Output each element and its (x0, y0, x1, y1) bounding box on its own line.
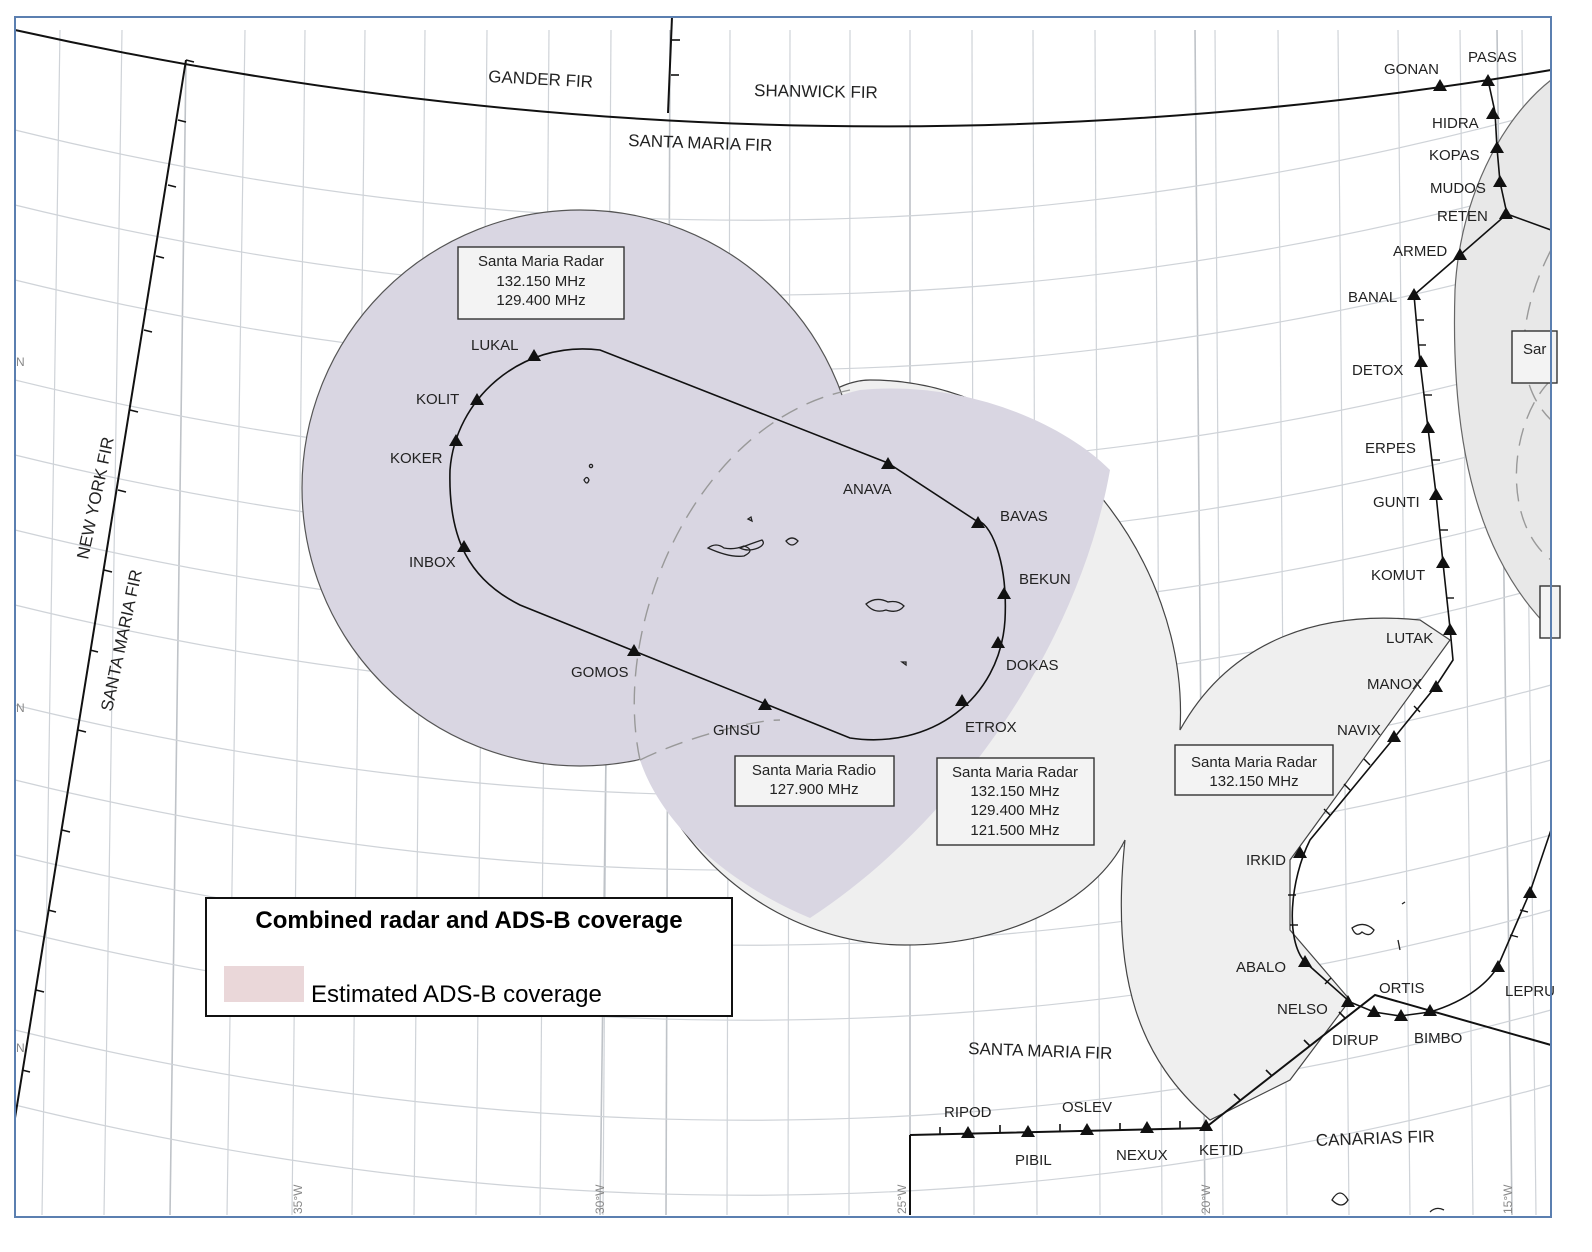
box-title-partial: Sar (1523, 341, 1546, 358)
latitude-grid (14, 109, 1552, 1196)
legend-swatch (224, 966, 304, 1002)
fix-label: IRKID (1246, 852, 1286, 869)
fix-label: ETROX (965, 719, 1017, 736)
box-frequency: 121.500 MHz (970, 822, 1059, 839)
fix-label: KOKER (390, 450, 443, 467)
legend-title: Combined radar and ADS-B coverage (255, 907, 682, 934)
fix-label: HIDRA (1432, 115, 1479, 132)
fix-label: RETEN (1437, 208, 1488, 225)
box-title: Santa Maria Radio (752, 762, 876, 779)
fix-label: GINSU (713, 722, 761, 739)
fix-label: NAVIX (1337, 722, 1381, 739)
map-frame (14, 16, 1552, 1218)
lat-label-2: N (16, 701, 25, 715)
fix-markers (449, 74, 1537, 1138)
fix-label: ORTIS (1379, 980, 1425, 997)
madeira-islands (1331, 901, 1445, 1213)
lon-label-25w: 25°W (895, 1184, 909, 1214)
box-frequency: 129.400 MHz (496, 292, 585, 309)
fix-label: GUNTI (1373, 494, 1420, 511)
fix-label: PASAS (1468, 49, 1517, 66)
fix-label: LUKAL (471, 337, 519, 354)
box-frequency: 132.150 MHz (970, 783, 1059, 800)
fix-labels-south: RIPOD PIBIL OSLEV NEXUX KETID (944, 1099, 1243, 1169)
box-title: Santa Maria Radar (478, 253, 604, 270)
azores-islands (583, 463, 907, 667)
lon-label-35w: 35°W (291, 1184, 305, 1214)
fir-label-canarias: CANARIAS FIR (1315, 1127, 1435, 1150)
fix-label: RIPOD (944, 1104, 992, 1121)
fix-label: ARMED (1393, 243, 1447, 260)
fix-label: DIRUP (1332, 1032, 1379, 1049)
fix-label: NELSO (1277, 1001, 1328, 1018)
legend-item-label: Estimated ADS-B coverage (311, 981, 602, 1008)
fix-label: BEKUN (1019, 571, 1071, 588)
radar-box-edge-partial: Sar (1511, 330, 1561, 639)
lat-label-3: N (16, 1041, 25, 1055)
fix-labels-azores: LUKAL KOLIT KOKER INBOX GOMOS GINSU ANAV… (390, 337, 1071, 739)
fir-label-shanwick: SHANWICK FIR (754, 81, 878, 102)
fir-boundary-ticks (21, 39, 1346, 1135)
box-frequency: 127.900 MHz (769, 781, 858, 798)
box-frequency: 132.150 MHz (1209, 773, 1298, 790)
fix-label: DOKAS (1006, 657, 1059, 674)
dashed-coverage-ring (633, 389, 851, 761)
lon-label-30w: 30°W (593, 1184, 607, 1214)
fix-label: BANAL (1348, 289, 1397, 306)
radar-box-se: Santa Maria Radar 132.150 MHz 129.400 MH… (936, 757, 1095, 846)
box-frequency: 129.400 MHz (970, 802, 1059, 819)
fix-label: ERPES (1365, 440, 1416, 457)
route-ticks (1288, 319, 1529, 985)
fix-label: LUTAK (1386, 630, 1433, 647)
fix-label: MUDOS (1430, 180, 1486, 197)
fix-label: DETOX (1352, 362, 1403, 379)
fix-label: LEPRU (1505, 983, 1555, 1000)
lat-label-1: N (16, 355, 25, 369)
fix-label: INBOX (409, 554, 456, 571)
fix-label: ANAVA (843, 481, 892, 498)
fix-label: KOLIT (416, 391, 459, 408)
legend: Combined radar and ADS-B coverage Estima… (205, 897, 733, 1017)
lon-label-20w: 20°W (1199, 1184, 1213, 1214)
fix-label: MANOX (1367, 676, 1422, 693)
east-route (1291, 79, 1552, 1017)
fix-labels-east: GONAN PASAS HIDRA KOPAS MUDOS RETEN ARME… (1236, 49, 1555, 1049)
fix-label: KETID (1199, 1142, 1243, 1159)
fix-label: PIBIL (1015, 1152, 1052, 1169)
fix-label: OSLEV (1062, 1099, 1112, 1116)
radar-box-madeira: Santa Maria Radar 132.150 MHz (1174, 744, 1334, 796)
fix-label: ABALO (1236, 959, 1286, 976)
fix-label: NEXUX (1116, 1147, 1168, 1164)
radar-box-nw: Santa Maria Radar 132.150 MHz 129.400 MH… (457, 246, 625, 320)
fix-label: KOPAS (1429, 147, 1480, 164)
fix-label: GOMOS (571, 664, 629, 681)
radio-box: Santa Maria Radio 127.900 MHz (734, 755, 895, 807)
coverage-east-partial (1453, 78, 1552, 632)
fix-label: GONAN (1384, 61, 1439, 78)
fix-label: BIMBO (1414, 1030, 1462, 1047)
box-frequency: 132.150 MHz (496, 273, 585, 290)
fir-boundaries (14, 16, 1552, 1215)
fix-label: BAVAS (1000, 508, 1048, 525)
lon-label-15w: 15°W (1501, 1184, 1515, 1214)
box-title: Santa Maria Radar (952, 764, 1078, 781)
fix-label: KOMUT (1371, 567, 1425, 584)
box-title: Santa Maria Radar (1191, 754, 1317, 771)
